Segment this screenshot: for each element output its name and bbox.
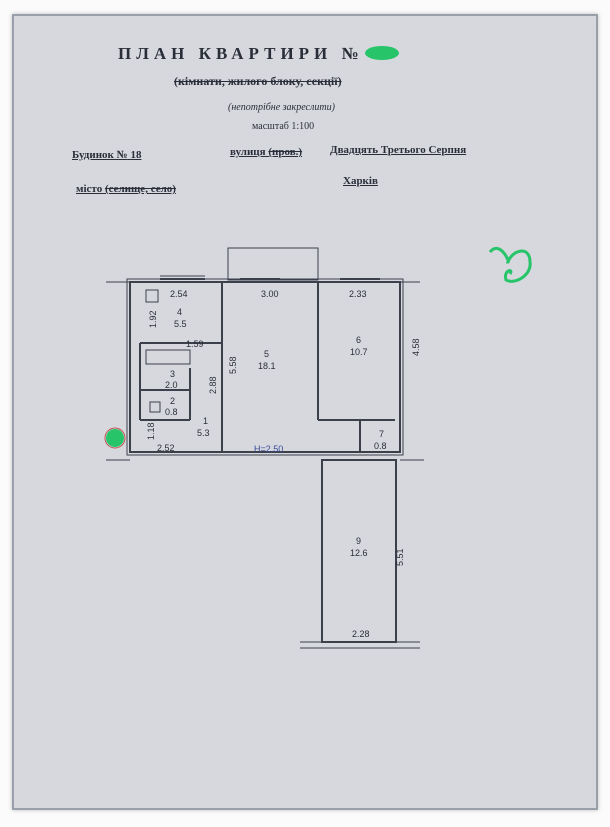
dim-label: 2.54	[170, 289, 188, 299]
dim-label: 4.58	[411, 338, 421, 356]
strike-note: (непотрібне закреслити)	[228, 102, 335, 113]
document-subtitle: (кімнати, жилого блоку, секції)	[174, 74, 342, 88]
room-number: 6	[356, 335, 361, 345]
room-area: 18.1	[258, 361, 276, 371]
city-label: місто	[76, 183, 103, 195]
room-area: 2.0	[165, 380, 178, 390]
dim-label: 2.28	[352, 629, 370, 639]
dim-label: 1.92	[148, 310, 158, 328]
city-alt: (селище, село)	[104, 183, 176, 195]
room-number: 7	[379, 429, 384, 439]
room-area: 0.8	[165, 407, 178, 417]
dim-label: 2.33	[349, 289, 367, 299]
room-number: 5	[264, 349, 269, 359]
dim-label: 2.52	[157, 443, 175, 453]
room-number: 1	[203, 416, 208, 426]
room-area: 5.3	[197, 428, 210, 438]
building-label: Будинок №	[72, 149, 128, 161]
room-number: 9	[356, 536, 361, 546]
building-line: Будинок № 18	[72, 149, 141, 161]
room-area: 12.6	[350, 548, 368, 558]
city-name: Харків	[343, 175, 378, 187]
dim-label: 5.51	[395, 548, 405, 566]
dim-label: 2.88	[208, 376, 218, 394]
street-name: Двадцять Третього Серпня	[330, 144, 467, 156]
document-sheet	[12, 14, 598, 810]
room-area: 5.5	[174, 319, 187, 329]
redaction-mark	[364, 46, 399, 60]
street-label: вулиця	[230, 146, 266, 158]
scale-label: масштаб 1:100	[252, 121, 315, 132]
handwritten-mark	[488, 247, 532, 283]
room-number: 2	[170, 396, 175, 406]
dim-label: 3.00	[261, 289, 279, 299]
city-line: місто (селище, село)	[76, 183, 176, 195]
dim-label: 1.59	[186, 339, 204, 349]
street-line: вулиця (пров.)	[230, 146, 302, 158]
room-area: 0.8	[374, 441, 387, 451]
room-number: 3	[170, 369, 175, 379]
stamp-mark	[106, 429, 124, 447]
room-area: 10.7	[350, 347, 368, 357]
room-number: 4	[177, 307, 182, 317]
lane-label: (пров.)	[268, 146, 303, 158]
document-title: ПЛАН КВАРТИРИ №	[118, 44, 400, 64]
dim-label: 5.58	[228, 356, 238, 374]
ceiling-height: H=2.50	[254, 444, 283, 454]
building-number: 18	[130, 149, 142, 161]
dim-label: 1.18	[146, 422, 156, 440]
